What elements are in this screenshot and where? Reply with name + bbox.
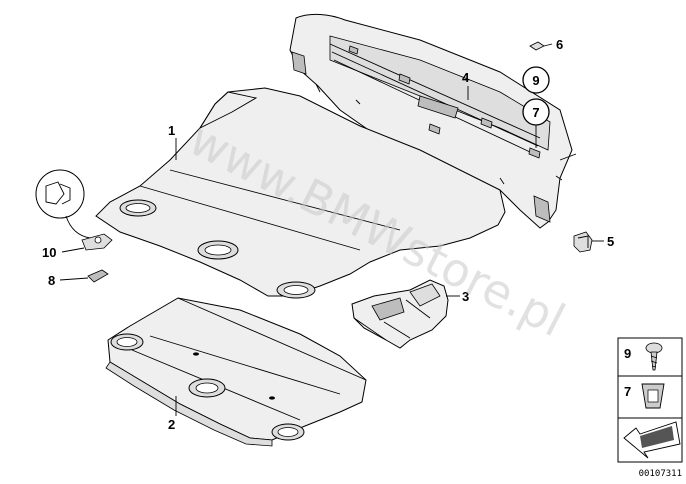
callout-3-label: 3: [462, 289, 469, 304]
carpet-hole: [119, 199, 157, 217]
carpet-hole: [276, 281, 316, 299]
callout-1-label: 1: [168, 123, 175, 138]
screw-icon: [645, 342, 663, 371]
callout-circle-7[interactable]: 7: [522, 98, 550, 126]
callout-6-label: 6: [556, 37, 563, 52]
callout-9-label: 9: [532, 73, 539, 88]
callout-7-label: 7: [532, 105, 539, 120]
callout-4-label: 4: [462, 70, 470, 85]
floor-panel-part-2[interactable]: [105, 297, 367, 447]
leader-line-8: [59, 277, 89, 281]
nut-clip-icon: [641, 383, 665, 409]
callout-circle-9[interactable]: 9: [522, 66, 550, 94]
legend-item-7-label: 7: [624, 384, 631, 399]
carpet-hole: [197, 240, 239, 260]
callout-5-label: 5: [607, 234, 614, 249]
callout-8-label: 8: [48, 273, 55, 288]
clip-part-6[interactable]: [529, 41, 545, 51]
clip-part-5[interactable]: [573, 231, 593, 253]
hook-part-10[interactable]: [35, 169, 113, 251]
callout-10-label: 10: [42, 245, 56, 260]
legend-item-9-label: 9: [624, 346, 631, 361]
arrow-icon: [623, 421, 681, 459]
diagram-number: 00107311: [639, 469, 682, 479]
leader-line-10: [61, 247, 85, 253]
support-bracket-part-3[interactable]: [351, 279, 449, 349]
leader-line-6: [543, 43, 553, 47]
floor-carpet-part-1[interactable]: [95, 87, 506, 299]
clip-part-8[interactable]: [87, 269, 109, 283]
trim-panel-part-4[interactable]: [289, 13, 577, 229]
legend-panel: 9 7: [617, 337, 683, 463]
callout-2-label: 2: [168, 417, 175, 432]
